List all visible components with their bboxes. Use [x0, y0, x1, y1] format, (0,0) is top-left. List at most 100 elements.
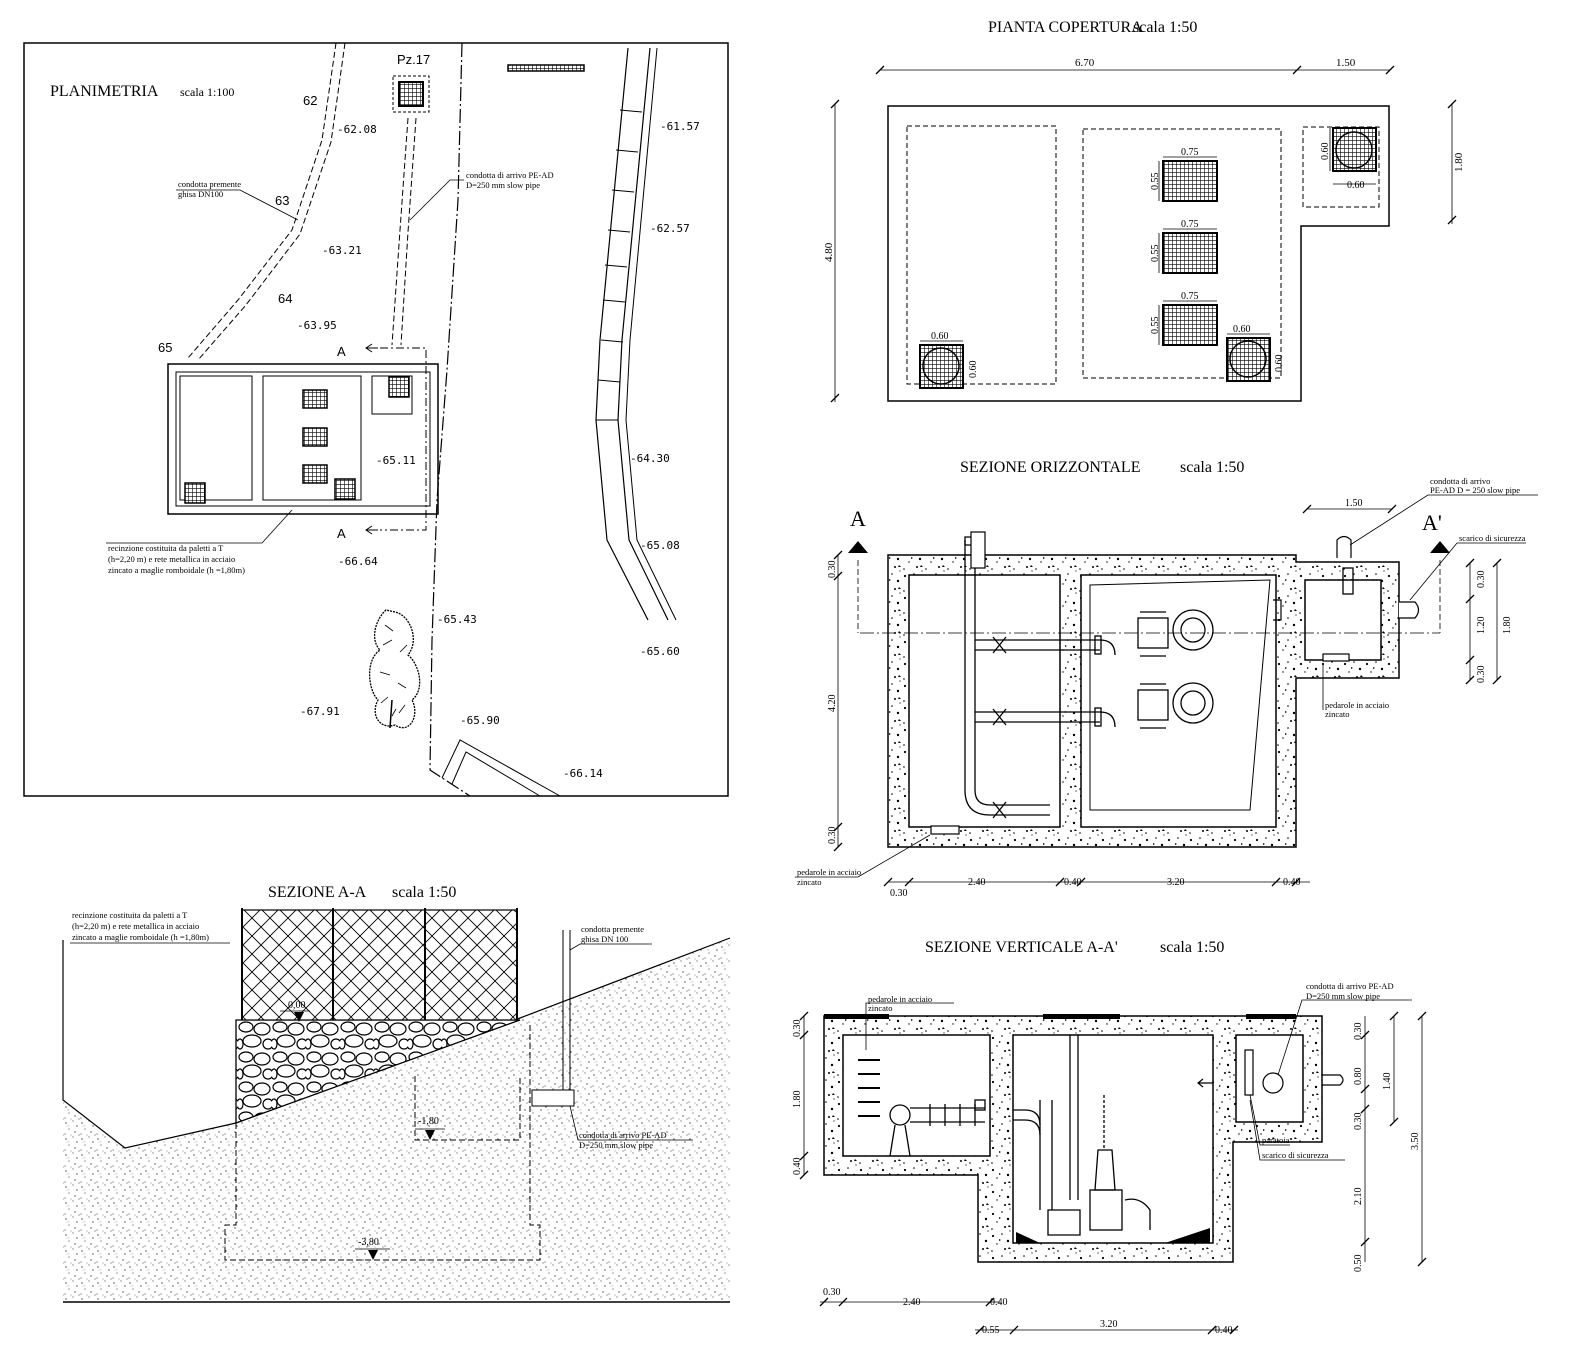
grate-height: 0.55 [1150, 173, 1161, 191]
dim-right: 0.50 [1353, 1255, 1364, 1273]
section-mark-a: A [850, 506, 866, 531]
dim-bottom: 0.40 [1283, 877, 1301, 888]
hatch-size: 0.60 [931, 331, 949, 342]
elevation-label: -61.57 [660, 120, 700, 133]
hatch-size: 0.60 [1233, 324, 1251, 335]
elevation-label: -62.57 [650, 222, 690, 235]
elevation-label: -62.08 [337, 123, 377, 136]
hatch-size: 0.60 [1320, 143, 1331, 161]
sezione-aa-view: SEZIONE A-A scala 1:50 0,00 -1,80 -3,80 [62, 884, 731, 1303]
note-arrivo-2: D=250 mm slow pipe [466, 180, 540, 190]
planimetria-scale: scala 1:100 [180, 85, 234, 99]
verticale-scale: scala 1:50 [1160, 939, 1224, 956]
note-recinzione-1: recinzione costituita da paletti a T [72, 910, 188, 920]
dim-bottom: 0.40 [1064, 877, 1082, 888]
section-mark-a-bottom: A [337, 526, 346, 541]
copertura-scale: scala 1:50 [1133, 19, 1197, 36]
note-pedarole-2: zincato [868, 1003, 893, 1013]
dim-left: 1.80 [792, 1091, 803, 1109]
dim-bottom2: 0.40 [1215, 1325, 1233, 1336]
orizzontale-scale: scala 1:50 [1180, 459, 1244, 476]
dim-left: 0.40 [792, 1158, 803, 1176]
pump-icon [1137, 682, 1214, 729]
dim-left: 4.20 [827, 695, 838, 713]
sezione-aa-scale: scala 1:50 [392, 884, 456, 901]
plan-concrete-walls [887, 554, 1400, 848]
hatch-size: 0.60 [968, 361, 979, 379]
roof-outline [887, 105, 1390, 402]
note-recinzione-1: recinzione costituita da paletti a T [108, 543, 224, 553]
dim-right: 3.50 [1410, 1133, 1421, 1151]
dim-6.70: 6.70 [1075, 57, 1095, 69]
note-arrivo-2: D=250 mm slow pipe [1306, 991, 1380, 1001]
note-arrivo-2: PE-AD D = 250 slow pipe [1430, 485, 1520, 495]
section-concrete-walls [823, 1015, 1323, 1263]
section-mark-a-prime: A' [1422, 510, 1442, 535]
grate-width: 0.75 [1181, 291, 1199, 302]
dim-bottom: 2.40 [968, 877, 986, 888]
elevation-label: -65.11 [376, 454, 416, 467]
dim-1.50: 1.50 [1336, 57, 1356, 69]
pz17-label: Pz.17 [397, 52, 430, 67]
note-arrivo-1: condotta di arrivo [1430, 476, 1490, 486]
submersible-pump-icon [1089, 1095, 1151, 1231]
note-premente-1: condotta premente [581, 924, 644, 934]
dim-right: 1.20 [1476, 617, 1487, 635]
dim-right: 0.30 [1353, 1023, 1364, 1041]
pump-icon [1137, 609, 1214, 657]
dim-bottom1: 0.40 [990, 1297, 1008, 1308]
note-scarico: scarico di sicurezza [1262, 1150, 1329, 1160]
note-premente-2: ghisa DN100 [178, 189, 223, 199]
dim-bottom1: 2.40 [903, 1297, 921, 1308]
note-premente-1: condotta premente [178, 179, 241, 189]
grate-height: 0.55 [1150, 245, 1161, 263]
grate-height: 0.55 [1150, 317, 1161, 335]
dim-right: 1.40 [1382, 1073, 1393, 1091]
copertura-title: PIANTA COPERTURA [988, 19, 1143, 36]
elevation-label: -67.91 [300, 705, 340, 718]
copertura-view: PIANTA COPERTURA scala 1:50 6.70 1.50 4.… [823, 19, 1465, 403]
pz17-manhole [398, 81, 424, 107]
note-arrivo-2: D=250 mm slow pipe [579, 1140, 653, 1150]
point-62: 62 [303, 93, 317, 108]
elevation-label: -63.21 [322, 244, 362, 257]
note-recinzione-3: zincato a maglie romboidale (h =1,80m) [72, 932, 209, 942]
hatch-size: 0.60 [1274, 355, 1285, 373]
note-arrivo-1: condotta di arrivo PE-AD [1306, 981, 1394, 991]
point-64: 64 [278, 291, 292, 306]
planimetria-frame [23, 42, 729, 797]
note-arrivo-1: condotta di arrivo PE-AD [579, 1130, 667, 1140]
section-mark-a-top: A [337, 344, 346, 359]
hatch-size: 0.60 [1347, 180, 1365, 191]
dim-right-total: 1.80 [1502, 617, 1513, 635]
dim-right: 0.80 [1353, 1068, 1364, 1086]
fence [241, 909, 518, 1021]
grate-width: 0.75 [1181, 147, 1199, 158]
sezione-aa-title: SEZIONE A-A [268, 884, 367, 901]
note-pedarole-2: zincato [797, 877, 822, 887]
point-65: 65 [158, 340, 172, 355]
station-outline [167, 363, 439, 515]
note-recinzione-2: (h=2,20 m) e rete metallica in acciaio [72, 921, 199, 931]
note-pedarole-1: pedarole in acciaio [868, 994, 932, 1004]
elevation-label: -64.30 [630, 452, 670, 465]
note-arrivo-1: condotta di arrivo PE-AD [466, 170, 554, 180]
note-pedarole-2: zincato [1325, 709, 1350, 719]
level-0: 0,00 [288, 1000, 306, 1011]
dim-left: 0.30 [827, 561, 838, 579]
dim-right: 0.30 [1353, 1113, 1364, 1131]
elevation-label: -66.64 [338, 555, 378, 568]
level-1: -1,80 [418, 1116, 439, 1127]
dim-bottom2: 3.20 [1100, 1319, 1118, 1330]
dim-right: 0.30 [1476, 571, 1487, 589]
note-paratoia: paratoia [1262, 1135, 1290, 1145]
note-pedarole-1: pedarole in acciaio [1325, 700, 1389, 710]
elevation-label: -65.43 [437, 613, 477, 626]
elevation-label: -65.08 [640, 539, 680, 552]
verticale-title: SEZIONE VERTICALE A-A' [925, 939, 1118, 956]
level-2: -3,80 [358, 1237, 379, 1248]
dim-left: 0.30 [792, 1020, 803, 1038]
dim-top: 1.50 [1345, 498, 1363, 509]
note-recinzione-3: zincato a maglie romboidale (h =1,80m) [108, 565, 245, 575]
